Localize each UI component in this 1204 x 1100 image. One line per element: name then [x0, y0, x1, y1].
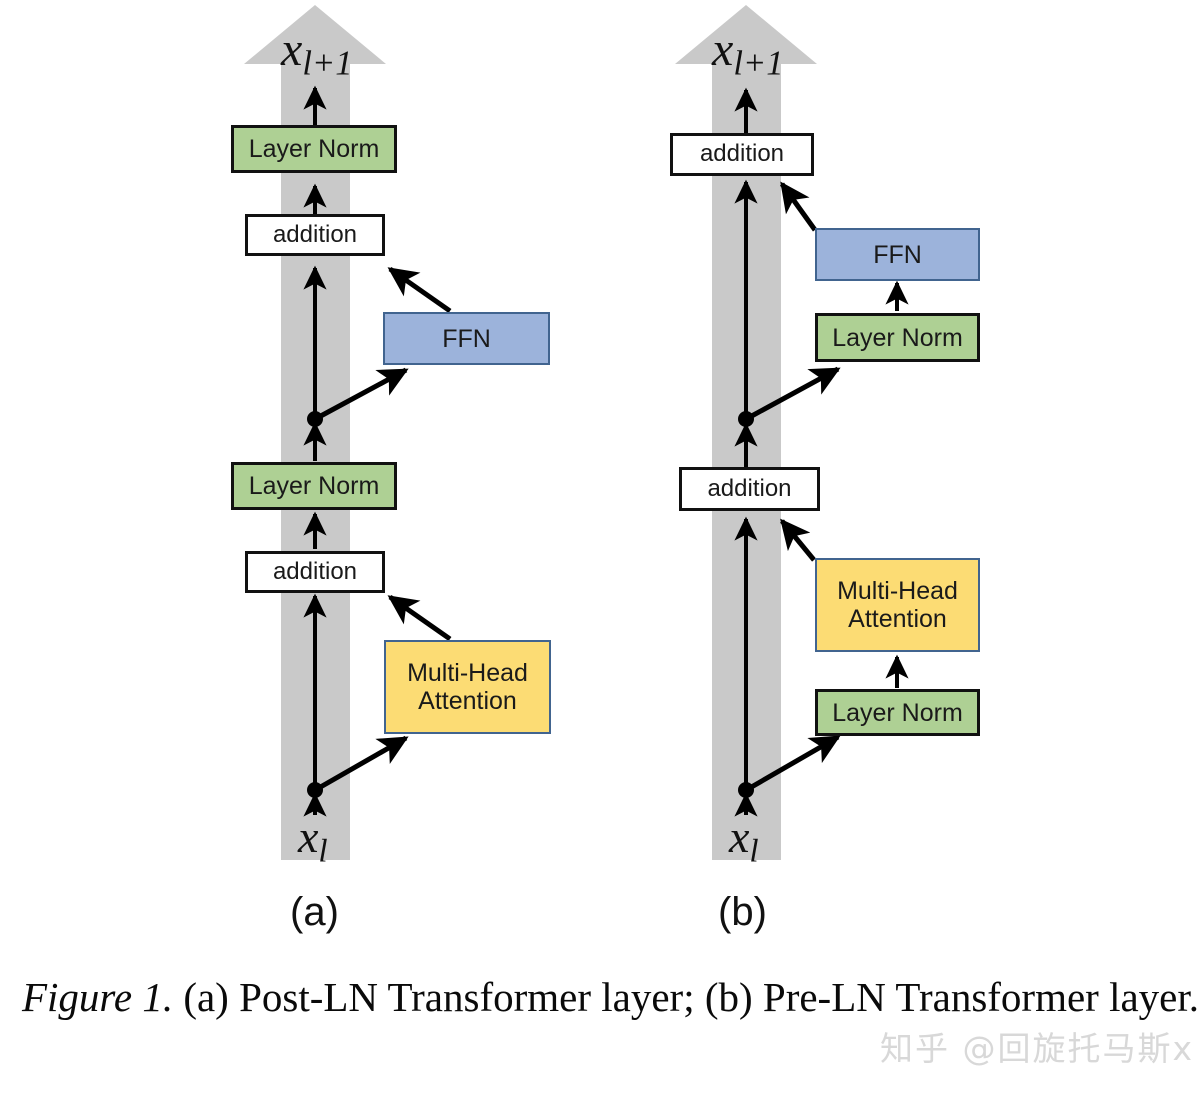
- watermark: 知乎 @回旋托马斯x: [880, 1029, 1195, 1068]
- panel-label-a: (a): [290, 890, 339, 934]
- a-addition-top[interactable]: addition: [245, 214, 385, 256]
- b-layer-norm-bottom[interactable]: Layer Norm: [815, 689, 980, 736]
- a-layer-norm-mid[interactable]: Layer Norm: [231, 462, 397, 510]
- b-ffn[interactable]: FFN: [815, 228, 980, 281]
- branch-dot-b-bottom: [738, 782, 754, 798]
- diagram-canvas: [244, 5, 909, 860]
- b-addition-bottom[interactable]: addition: [679, 467, 820, 511]
- panel-label-b: (b): [718, 890, 767, 934]
- figure-number: Figure 1.: [22, 974, 174, 1020]
- branch-dot-a-top: [307, 411, 323, 427]
- branch-dot-a-bottom: [307, 782, 323, 798]
- connectors-b: [734, 87, 909, 817]
- figure-caption: Figure 1. (a) Post-LN Transformer layer;…: [22, 972, 1202, 1022]
- connectors-a: [303, 85, 452, 817]
- figure-caption-text: (a) Post-LN Transformer layer; (b) Pre-L…: [173, 974, 1199, 1020]
- b-addition-top[interactable]: addition: [670, 133, 814, 176]
- a-addition-bottom[interactable]: addition: [245, 551, 385, 593]
- b-layer-norm-mid[interactable]: Layer Norm: [815, 313, 980, 362]
- b-attention[interactable]: Multi-Head Attention: [815, 558, 980, 652]
- a-attention[interactable]: Multi-Head Attention: [384, 640, 551, 734]
- branch-dot-b-top: [738, 411, 754, 427]
- a-ffn[interactable]: FFN: [383, 312, 550, 365]
- a-layer-norm-top[interactable]: Layer Norm: [231, 125, 397, 173]
